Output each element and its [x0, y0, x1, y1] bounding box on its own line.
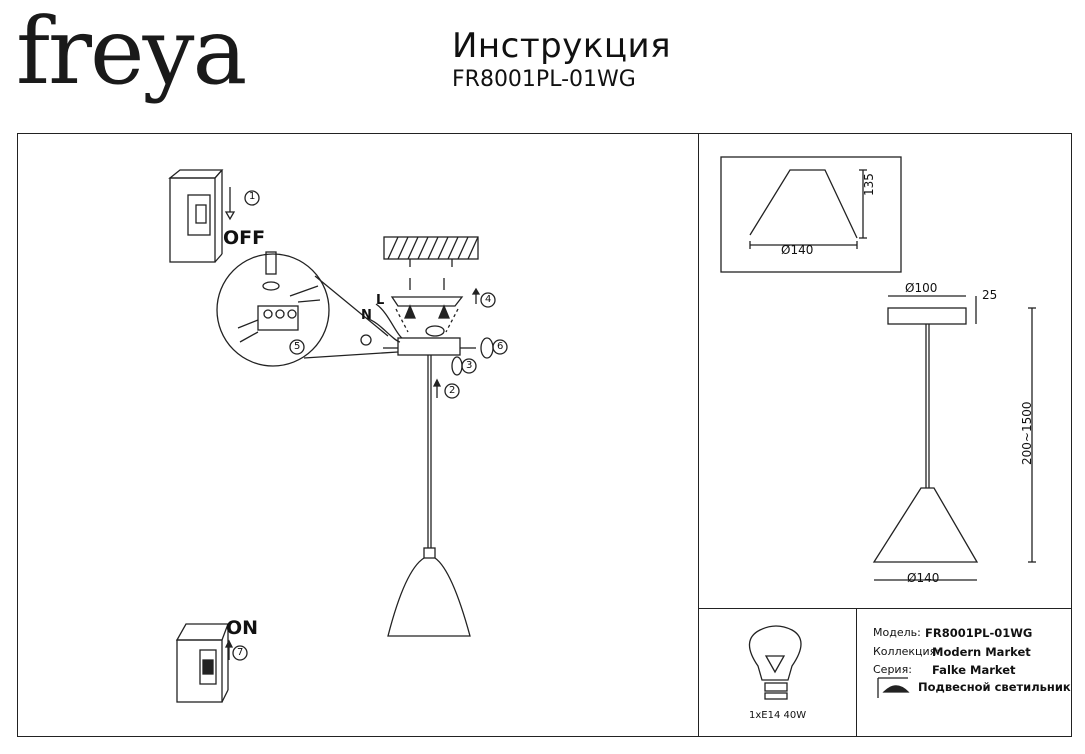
pendant-type-icon — [877, 677, 910, 698]
wire-n-label: N — [361, 308, 372, 323]
model-value: FR8001PL-01WG — [925, 626, 1033, 640]
switch-on-label: ON — [226, 617, 259, 639]
fixture-type: Подвесной светильник — [918, 680, 1071, 694]
step-7-number: 7 — [237, 647, 244, 658]
model-number-header: FR8001PL-01WG — [452, 67, 636, 92]
step-1-number: 1 — [249, 191, 256, 202]
bulb-icon — [748, 625, 802, 700]
step-2-number: 2 — [449, 385, 456, 396]
info-divider-vertical — [856, 608, 857, 737]
total-diameter-label: Ø140 — [907, 571, 940, 585]
wire-l-label: L — [376, 293, 385, 308]
ceiling-hatch-icon — [383, 236, 479, 267]
canopy-icon — [383, 325, 508, 399]
series-label: Серия: — [873, 663, 912, 676]
shade-outline — [749, 169, 858, 239]
brand-logo: freya — [16, 0, 247, 105]
collection-label: Коллекция: — [873, 645, 940, 658]
switch-on-icon — [175, 623, 248, 703]
canopy-height-label: 25 — [982, 288, 998, 302]
step-3-number: 3 — [466, 360, 473, 371]
cord-length-label: 200~1500 — [1020, 401, 1034, 466]
shade-height-label: 135 — [862, 173, 876, 196]
collection-value: Modern Market — [932, 645, 1031, 659]
switch-off-icon — [168, 169, 260, 263]
canopy-outline — [887, 307, 967, 325]
shade-diameter-label: Ø140 — [781, 243, 814, 257]
wiring-detail-icon — [216, 251, 399, 367]
step-6-number: 6 — [497, 341, 504, 352]
step-4-number: 4 — [485, 294, 492, 305]
switch-off-label: OFF — [223, 227, 266, 249]
bulb-spec: 1xE14 40W — [749, 710, 807, 721]
series-value: Falke Market — [932, 663, 1016, 677]
panel-divider-vertical — [698, 133, 699, 737]
instruction-frame — [17, 133, 1072, 737]
panel-divider-horizontal — [698, 608, 1072, 609]
shade-dimension-box — [720, 156, 902, 273]
canopy-diameter-label: Ø100 — [905, 281, 938, 295]
mounting-bracket-icon — [390, 278, 496, 333]
page-title: Инструкция — [452, 26, 672, 66]
pendant-lamp-icon — [387, 355, 471, 637]
shade-outline-full — [872, 487, 979, 563]
step-5-number: 5 — [294, 341, 301, 352]
model-label: Модель: — [873, 626, 921, 639]
